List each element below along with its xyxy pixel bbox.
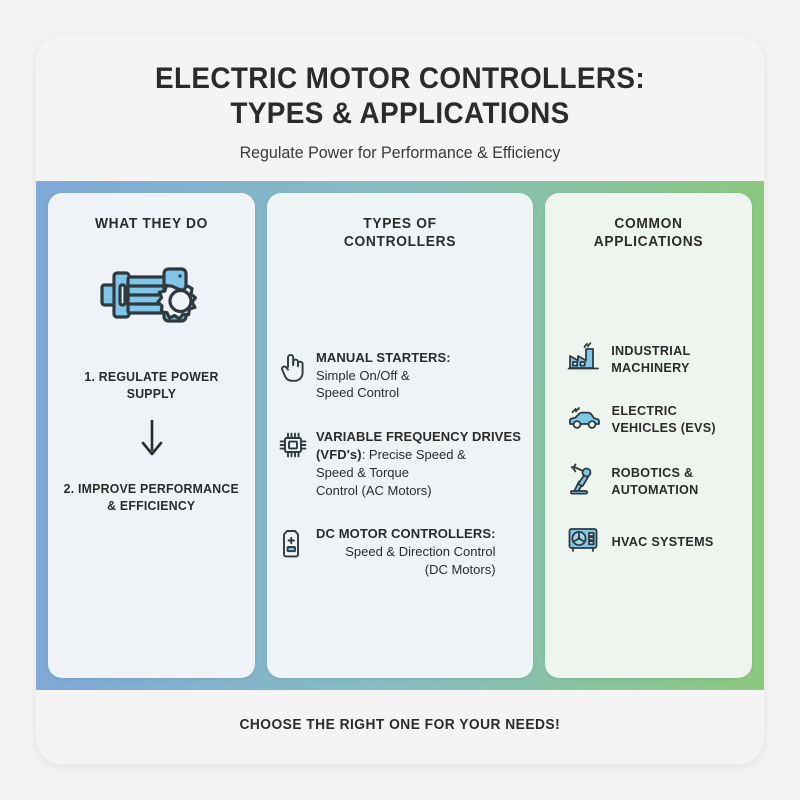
application-item-hvac-systems: HVAC SYSTEMS	[567, 526, 736, 559]
applications-list: INDUSTRIAL MACHINERY	[557, 252, 740, 662]
factory-icon	[567, 342, 599, 377]
card-heading-what-they-do: WHAT THEY DO	[94, 215, 209, 232]
manual-starters-title: MANUAL STARTERS:	[316, 349, 451, 365]
step-2-line-1: 2. IMPROVE PERFORMANCE	[63, 480, 240, 496]
header: ELECTRIC MOTOR CONTROLLERS: TYPES & APPL…	[36, 36, 764, 181]
application-item-robotics-automation: ROBOTICS & AUTOMATION	[567, 463, 736, 500]
type-item-dc-motor-controllers: DC MOTOR CONTROLLERS: Speed & Direction …	[279, 525, 521, 578]
type-item-vfd: VARIABLE FREQUENCY DRIVES (VFD's): Preci…	[279, 428, 521, 499]
application-text-industrial-machinery: INDUSTRIAL MACHINERY	[611, 343, 690, 377]
robotics-line-1: ROBOTICS &	[611, 464, 694, 480]
card-what-they-do: WHAT THEY DO	[48, 192, 255, 678]
dc-desc-1: Speed & Direction Control	[345, 544, 496, 560]
step-2-line-2: & EFFICIENCY	[107, 497, 196, 513]
application-item-industrial-machinery: INDUSTRIAL MACHINERY	[567, 342, 736, 377]
battery-icon	[279, 525, 307, 564]
page-title: ELECTRIC MOTOR CONTROLLERS: TYPES & APPL…	[89, 62, 710, 132]
card-common-applications: COMMON APPLICATIONS	[545, 192, 752, 678]
application-text-robotics-automation: ROBOTICS & AUTOMATION	[611, 465, 698, 499]
dc-title: DC MOTOR CONTROLLERS:	[316, 526, 496, 542]
dc-desc-2: (DC Motors)	[424, 562, 496, 578]
card-heading-types: TYPES OF CONTROLLERS	[285, 215, 515, 252]
types-heading-line-2: CONTROLLERS	[343, 234, 457, 251]
down-arrow-icon	[139, 417, 165, 464]
electric-car-icon	[567, 404, 600, 437]
card-types-of-controllers: TYPES OF CONTROLLERS	[267, 192, 533, 678]
step-2-label: 2. IMPROVE PERFORMANCE & EFFICIENCY	[64, 480, 239, 515]
hvac-unit-icon	[567, 526, 599, 559]
type-text-dc-motor-controllers: DC MOTOR CONTROLLERS: Speed & Direction …	[316, 525, 496, 578]
industrial-machinery-line-1: INDUSTRIAL	[611, 343, 691, 359]
footer: CHOOSE THE RIGHT ONE FOR YOUR NEEDS!	[36, 690, 764, 764]
applications-heading-line-1: COMMON	[614, 215, 683, 232]
electric-motor-gear-icon	[98, 257, 206, 338]
type-text-manual-starters: MANUAL STARTERS: Simple On/Off & Speed C…	[316, 349, 451, 402]
step-1-label: 1. REGULATE POWER SUPPLY	[84, 369, 219, 402]
types-heading-line-1: TYPES OF	[363, 215, 437, 232]
what-they-do-body: 1. REGULATE POWER SUPPLY 2. IMPROVE PERF…	[60, 233, 243, 662]
microchip-icon	[279, 428, 307, 465]
electric-vehicles-line-2: VEHICLES (EVs)	[611, 420, 716, 436]
manual-starters-desc-1: Simple On/Off &	[316, 367, 410, 383]
vfd-title: VARIABLE FREQUENCY DRIVES	[316, 429, 521, 445]
vfd-desc-1: : Precise Speed &	[361, 447, 466, 463]
application-text-electric-vehicles: ELECTRIC VEHICLES (EVs)	[612, 403, 716, 437]
title-line-1: ELECTRIC MOTOR CONTROLLERS:	[154, 62, 646, 95]
application-item-electric-vehicles: ELECTRIC VEHICLES (EVs)	[567, 403, 736, 437]
vfd-title-cont: (VFD's)	[316, 447, 362, 463]
type-item-manual-starters: MANUAL STARTERS: Simple On/Off & Speed C…	[279, 349, 521, 402]
industrial-machinery-line-2: MACHINERY	[611, 359, 690, 375]
manual-starters-desc-2: Speed Control	[316, 385, 400, 401]
card-heading-applications: COMMON APPLICATIONS	[562, 215, 736, 252]
robotics-line-2: AUTOMATION	[611, 481, 699, 497]
robot-arm-icon	[567, 463, 599, 500]
applications-heading-line-2: APPLICATIONS	[593, 234, 704, 251]
hvac-line-1: HVAC SYSTEMS	[611, 534, 714, 550]
hand-tap-icon	[279, 349, 307, 388]
gradient-band: WHAT THEY DO	[36, 180, 764, 690]
page-subtitle: Regulate Power for Performance & Efficie…	[239, 143, 561, 162]
vfd-desc-2: Speed & Torque	[316, 464, 409, 480]
infographic-poster: ELECTRIC MOTOR CONTROLLERS: TYPES & APPL…	[36, 36, 764, 764]
type-text-vfd: VARIABLE FREQUENCY DRIVES (VFD's): Preci…	[316, 428, 521, 499]
application-text-hvac-systems: HVAC SYSTEMS	[612, 534, 714, 551]
vfd-desc-3: Control (AC Motors)	[316, 482, 432, 498]
footer-callout: CHOOSE THE RIGHT ONE FOR YOUR NEEDS!	[239, 717, 561, 733]
types-list: MANUAL STARTERS: Simple On/Off & Speed C…	[279, 252, 521, 662]
title-line-2: TYPES & APPLICATIONS	[230, 96, 570, 130]
electric-vehicles-line-1: ELECTRIC	[611, 403, 677, 419]
